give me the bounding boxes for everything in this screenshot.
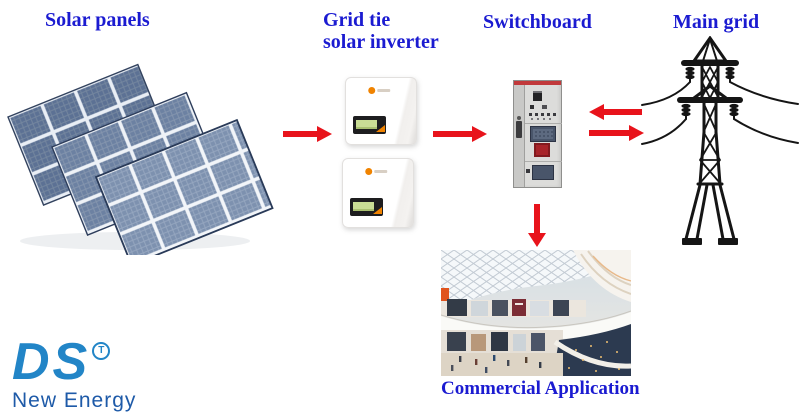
cabinet-handle: [516, 116, 522, 138]
arrow-shaft: [433, 131, 472, 137]
cabinet-divider: [525, 123, 562, 124]
grid-tie-inverter-image-1: [345, 77, 417, 145]
arrow-grid-to-switchboard: [589, 104, 642, 120]
solar-panels-image: [7, 63, 274, 255]
cabinet-led: [535, 113, 538, 116]
cabinet-led: [543, 118, 545, 120]
logo-subtitle: New Energy: [12, 389, 137, 412]
arrow-shaft: [534, 204, 540, 233]
arrow-shaft: [589, 130, 629, 136]
cabinet-led: [547, 113, 550, 116]
arrow-right-head-icon: [472, 126, 487, 142]
inverter-brand-icon: [365, 168, 388, 175]
label-grid-tie-line2: solar inverter: [323, 31, 439, 53]
grid-tie-inverter-image-2: [342, 158, 414, 228]
cabinet-display: [530, 126, 556, 142]
inverter-lcd-screen: [356, 119, 377, 129]
label-grid-tie-inverter: Grid tie solar inverter: [323, 9, 439, 53]
logo-initials: DS: [12, 333, 91, 391]
arrow-shaft: [604, 109, 642, 115]
arrow-right-head-icon: [317, 126, 332, 142]
commercial-mall-image: [441, 250, 631, 376]
inverter-display: [353, 115, 386, 134]
arrow-switchboard-to-grid: [589, 125, 644, 141]
cabinet-indicator: [526, 169, 530, 173]
cabinet-led: [531, 118, 533, 120]
label-grid-tie-line1: Grid tie: [323, 9, 391, 31]
transmission-tower-icon: [641, 36, 799, 245]
switchboard-cabinet-image: [513, 80, 562, 188]
label-main-grid: Main grid: [673, 11, 760, 33]
inverter-lcd-screen: [353, 201, 374, 211]
cabinet-side-panel: [514, 85, 525, 187]
arrow-left-head-icon: [589, 104, 604, 120]
cabinet-led: [549, 118, 551, 120]
arrow-inverter-to-switchboard: [433, 126, 487, 142]
cabinet-led: [553, 113, 556, 116]
trademark-icon: T: [92, 342, 111, 360]
cabinet-led: [537, 118, 539, 120]
label-solar-panels: Solar panels: [45, 9, 150, 31]
cabinet-indicator: [542, 105, 547, 109]
inverter-orange-wedge-icon: [373, 206, 382, 214]
cabinet-led: [541, 113, 544, 116]
cabinet-door: [525, 85, 562, 187]
cabinet-lower-display: [532, 165, 554, 180]
arrow-right-head-icon: [629, 125, 644, 141]
arrow-switchboard-to-commercial: [528, 204, 546, 247]
arrow-panels-to-inverter: [283, 126, 332, 142]
inverter-brand-icon: [368, 87, 391, 94]
arrow-down-head-icon: [528, 233, 546, 247]
arrow-shaft: [283, 131, 317, 137]
cabinet-divider: [525, 161, 562, 162]
label-commercial-application: Commercial Application: [441, 378, 640, 399]
inverter-display: [350, 197, 383, 216]
label-switchboard: Switchboard: [483, 11, 592, 33]
cabinet-red-stripe: [514, 81, 561, 85]
cabinet-led: [529, 113, 532, 116]
cabinet-breaker-window: [534, 143, 550, 157]
inverter-orange-wedge-icon: [376, 124, 385, 132]
cabinet-meter: [533, 91, 542, 101]
cabinet-indicator: [530, 105, 534, 109]
